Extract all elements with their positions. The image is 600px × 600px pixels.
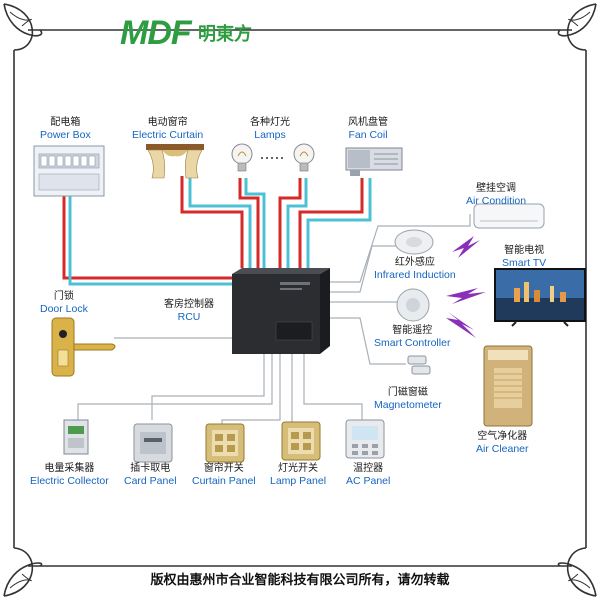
logo: MDF [120, 14, 192, 53]
logo-name: 明東方 [198, 24, 252, 45]
decorative-frame [3, 3, 597, 597]
label-electric-curtain: 电动窗帘 Electric Curtain [132, 117, 204, 141]
label-lamp-panel: 灯光开关 Lamp Panel [270, 463, 327, 487]
thermostat-panel-icon [345, 419, 385, 459]
label-electric-collector: 电量采集器 Electric Collector [30, 463, 109, 487]
switch-panel-icon [281, 421, 321, 461]
line-card-panel [151, 354, 265, 420]
line-fan-cyan [306, 178, 372, 268]
line-ac-bus [330, 214, 471, 283]
switch-panel-icon [205, 423, 245, 463]
dots [261, 157, 283, 159]
line-magnetometer [330, 317, 406, 365]
line-curtain-red [180, 176, 244, 268]
wireless-signals [446, 236, 486, 338]
curtain-icon [146, 144, 204, 179]
wireless-signal-2 [446, 288, 486, 304]
air-conditioner-icon [473, 203, 545, 229]
controller-icon [396, 288, 430, 322]
label-fan-coil: 风机盘管 Fan Coil [348, 117, 388, 141]
copyright-footer: 版权由惠州市合业智能科技有限公司所有，请勿转载 [150, 573, 450, 588]
line-curtain-cyan [188, 176, 252, 268]
bulb-icon [231, 143, 253, 172]
line-power-box-cyan [68, 196, 232, 286]
label-door-lock: 门锁 Door Lock [40, 291, 88, 315]
air-cleaner-icon [483, 345, 533, 427]
line-curtain-panel [221, 354, 281, 424]
label-smart-controller: 智能遥控 Smart Controller [374, 325, 451, 349]
line-infrared [330, 245, 400, 293]
sensor-icon [394, 229, 434, 255]
label-card-panel: 插卡取电 Card Panel [124, 463, 177, 487]
din-meter-icon [63, 419, 89, 455]
door-lock-icon [51, 317, 116, 377]
label-infrared-induction: 红外感应 Infrared Induction [374, 257, 456, 281]
power-lines [62, 176, 372, 286]
wireless-signal-3 [446, 312, 476, 338]
label-rcu: 客房控制器 RCU [164, 299, 214, 323]
card-panel-icon [133, 423, 173, 463]
line-power-box-red [62, 196, 232, 280]
line-lamp1-cyan [244, 178, 266, 268]
label-curtain-panel: 窗帘开关 Curtain Panel [192, 463, 256, 487]
logo-mark: MDF [120, 14, 192, 52]
magnet-sensor-icon [407, 355, 431, 375]
label-magnetometer: 门磁窗磁 Magnetometer [374, 387, 442, 411]
label-air-condition: 壁挂空调 Air Condition [466, 183, 527, 207]
line-lamp2-cyan [286, 178, 308, 268]
tv-icon [494, 268, 586, 327]
line-lamp1-red [238, 178, 260, 268]
line-ac-panel [303, 354, 363, 420]
label-ac-panel: 温控器 AC Panel [346, 463, 391, 487]
line-electric-collector [77, 354, 273, 420]
power-box-icon [33, 145, 105, 197]
label-lamps: 各种灯光 Lamps [250, 117, 290, 141]
bus-lines [77, 214, 471, 424]
line-lamp2-red [278, 178, 302, 268]
bulb-icon [293, 143, 315, 172]
label-smart-tv: 智能电视 Smart TV [502, 245, 547, 269]
fan-coil-icon [345, 147, 403, 176]
label-air-cleaner: 空气净化器 Air Cleaner [476, 431, 529, 455]
wireless-signal-1 [452, 236, 480, 258]
rcu-box-icon [232, 268, 330, 354]
label-power-box: 配电箱 Power Box [40, 117, 91, 141]
line-fan-red [298, 178, 364, 268]
